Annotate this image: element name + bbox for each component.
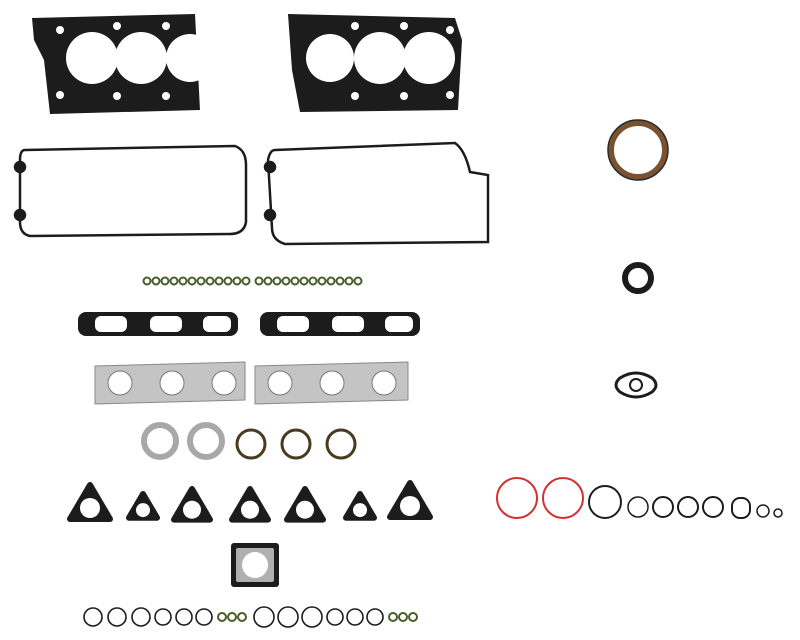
valve-stem-seal <box>169 276 179 286</box>
o-ring <box>277 606 299 628</box>
valve-stem-seal <box>281 276 291 286</box>
o-ring <box>398 612 408 622</box>
triangle-gasket-bore <box>80 498 100 518</box>
triangle-gasket <box>387 480 433 520</box>
valve-stem-seal <box>196 276 206 286</box>
valve-stem-seal <box>335 276 345 286</box>
o-ring <box>388 612 398 622</box>
o-ring <box>195 608 213 626</box>
triangle-gasket <box>229 486 271 523</box>
head-gasket-left <box>32 14 214 114</box>
o-ring <box>253 606 275 628</box>
triangle-gasket-bore <box>136 503 150 518</box>
valve-stem-seal <box>160 276 170 286</box>
triangle-gasket-bore <box>241 500 259 519</box>
front-crank-seal <box>622 262 654 294</box>
o-ring <box>346 608 364 626</box>
exhaust-gasket-left <box>94 361 246 405</box>
valve-stem-seal <box>353 276 363 286</box>
o-ring <box>326 608 344 626</box>
valve-stem-seal <box>142 276 152 286</box>
flange-gasket <box>614 371 658 399</box>
o-ring <box>408 612 418 622</box>
valve-stem-seals <box>142 276 363 286</box>
head-gasket-right <box>288 14 462 112</box>
valve-stem-seal <box>326 276 336 286</box>
valve-stem-seal <box>308 276 318 286</box>
triangle-gasket-bore <box>183 500 201 519</box>
valve-stem-seal <box>290 276 300 286</box>
valve-stem-seal <box>272 276 282 286</box>
valve-stem-seal <box>254 276 264 286</box>
triangle-gasket <box>171 486 213 523</box>
triangle-gasket-bore <box>400 496 420 516</box>
throttle-body-gasket <box>231 543 279 587</box>
o-ring <box>227 612 237 622</box>
o-ring <box>175 608 193 626</box>
valve-stem-seal <box>317 276 327 286</box>
valve-cover-gasket-left <box>13 144 248 238</box>
triangle-gasket <box>126 491 160 521</box>
valve-stem-seal <box>214 276 224 286</box>
valve-stem-seal <box>299 276 309 286</box>
o-ring <box>131 607 151 627</box>
valve-stem-seal <box>232 276 242 286</box>
triangle-flange-gaskets <box>67 480 433 523</box>
triangle-gasket <box>67 482 113 522</box>
o-ring <box>83 607 103 627</box>
valve-cover-gasket-right <box>263 141 490 246</box>
o-ring <box>154 608 172 626</box>
triangle-gasket-bore <box>353 503 367 518</box>
valve-stem-seal <box>205 276 215 286</box>
valve-stem-seal <box>187 276 197 286</box>
o-ring <box>107 607 127 627</box>
triangle-gasket <box>284 486 326 523</box>
valve-stem-seal <box>223 276 233 286</box>
o-ring-row-bottom <box>83 606 418 628</box>
exhaust-rings <box>141 422 357 460</box>
o-ring <box>237 612 247 622</box>
valve-stem-seal <box>151 276 161 286</box>
valve-stem-seal <box>344 276 354 286</box>
valve-stem-seal <box>178 276 188 286</box>
exhaust-gasket-right <box>254 361 409 405</box>
o-ring <box>217 612 227 622</box>
triangle-gasket <box>343 491 377 521</box>
valve-stem-seal <box>263 276 273 286</box>
o-ring <box>366 608 384 626</box>
triangle-gasket-bore <box>296 500 314 519</box>
o-ring <box>301 606 323 628</box>
intake-gasket-left <box>78 312 238 336</box>
o-ring-row-right <box>496 477 783 519</box>
intake-gasket-right <box>260 312 420 336</box>
rear-main-seal <box>607 119 669 181</box>
valve-stem-seal <box>241 276 251 286</box>
